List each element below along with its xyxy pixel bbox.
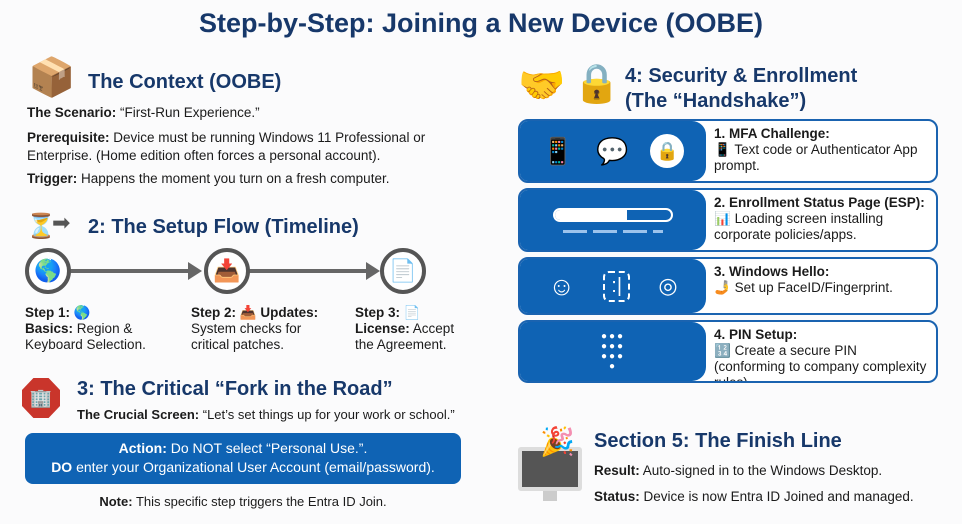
action-callout: Action: Do NOT select “Personal Use.”. D… [25,433,461,484]
keypad-icon: ●●●●●●●●●● [600,330,626,372]
loading-progress-bar [553,207,673,222]
handshake-icon: 🤝 [518,65,566,107]
timeline-line [68,269,188,273]
padlock-icon: 🔒 [573,63,621,105]
hourglass-icon: ⏳ [26,213,56,240]
arrow-icon: ➡ [52,210,71,235]
globe-icon: 🌎 [25,248,71,294]
status-text: Status: Device is now Entra ID Joined an… [594,489,914,504]
face-scan-icon: :| [603,270,631,302]
trigger-text: Trigger: Happens the moment you turn on … [27,171,390,186]
monitor-stand [543,491,557,501]
download-tray-icon: 📥 [204,248,250,294]
crucial-screen-text: The Crucial Screen: “Let’s set things up… [77,407,455,422]
step-3: Step 3: 📄License: Accept the Agreement. [355,305,455,352]
phone-chat-icon: 📱 [541,135,575,166]
chat-bubble-icon: 💬 [596,135,629,166]
timeline-line [248,269,366,273]
step-1: Step 1: 🌎Basics: Region & Keyboard Selec… [25,305,146,352]
finish-heading: Section 5: The Finish Line [594,430,842,452]
smiley-icon: ☺ [548,270,575,301]
scenario-text: The Scenario: “First-Run Experience.” [27,105,260,120]
setup-heading: 2: The Setup Flow (Timeline) [88,216,359,238]
timeline-arrow [188,262,202,280]
fingerprint-icon: ◎ [658,273,678,298]
result-text: Result: Auto-signed in to the Windows De… [594,463,883,478]
windows-hello-card: ☺:|◎ 3. Windows Hello:🤳 Set up FaceID/Fi… [518,257,938,315]
security-heading: 4: Security & Enrollment(The “Handshake”… [625,65,858,112]
prerequisite-text: Prerequisite: Device must be running Win… [27,130,426,163]
step-2: Step 2: 📥 Updates:System checks for crit… [191,305,319,352]
mfa-card: 📱💬🔒 1. MFA Challenge:📱 Text code or Auth… [518,119,938,183]
document-check-icon: 📄 [380,248,426,294]
timeline-arrow [366,262,380,280]
party-popper-icon: 🎉 [540,426,575,457]
page-title: Step-by-Step: Joining a New Device (OOBE… [198,8,764,38]
stop-sign-building-icon: 🏢 [22,378,60,418]
authenticator-lock-icon: 🔒 [650,134,685,168]
esp-card: 2. Enrollment Status Page (ESP):📊 Loadin… [518,188,938,252]
pin-card: ●●●●●●●●●● 4. PIN Setup:🔢 Create a secur… [518,320,938,383]
open-box-icon: 📦 [28,57,76,99]
fork-heading: 3: The Critical “Fork in the Road” [77,378,393,400]
loading-dashes [563,229,663,233]
monitor-icon [518,447,582,491]
note-text: Note: This specific step triggers the En… [99,494,387,509]
context-heading: The Context (OOBE) [88,71,282,93]
